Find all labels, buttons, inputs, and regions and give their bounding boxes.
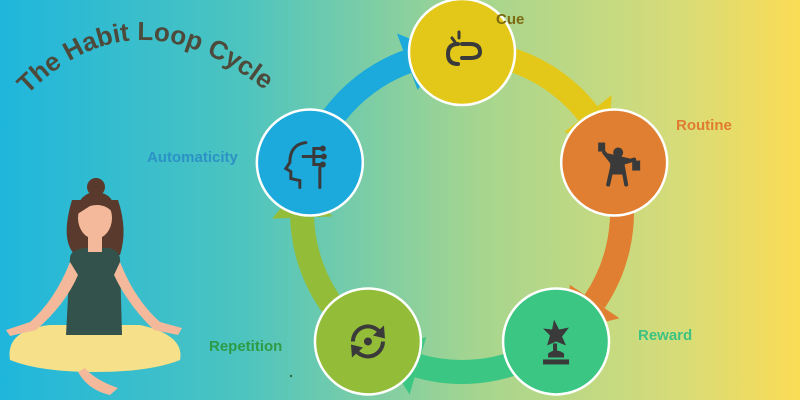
- stage-node-automaticity: [255, 108, 365, 217]
- stage-label-reward: Reward: [638, 327, 693, 344]
- stage-label-routine: Routine: [676, 117, 732, 134]
- refresh-cycle-icon: [350, 324, 385, 359]
- broken-link-icon: [445, 30, 483, 66]
- title: The Habit Loop Cycle: [11, 16, 280, 99]
- stage-label-automaticity: Automaticity: [147, 149, 238, 166]
- stage-node-repetition: [313, 287, 423, 396]
- stage-label-repetition: Repetition: [209, 338, 283, 355]
- stage-label-cue: Cue: [496, 11, 525, 28]
- stage-circle: [407, 0, 517, 107]
- stage-node-cue: [407, 0, 517, 107]
- stage-circle: [255, 108, 365, 217]
- brain-head-circuit-icon: [283, 141, 327, 190]
- stage-node-routine: [559, 108, 669, 217]
- meditating-woman-illustration: [6, 178, 182, 395]
- cycle-nodes: [255, 0, 669, 396]
- stage-node-reward: [501, 287, 611, 396]
- trophy-star-icon: [543, 319, 570, 365]
- person-juggling-boxes-icon: [598, 142, 641, 187]
